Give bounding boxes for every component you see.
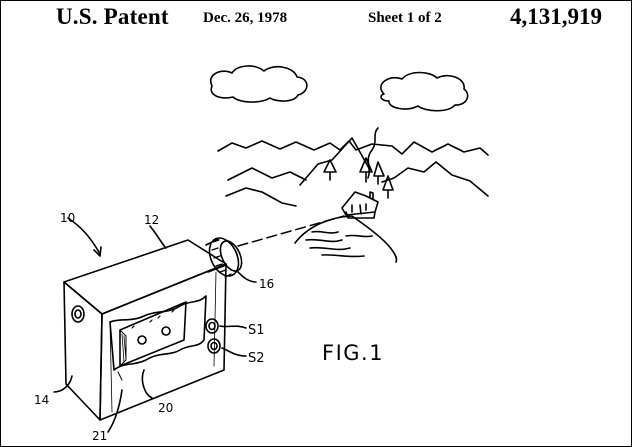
label-s2: S2	[248, 351, 265, 366]
figure-caption: FIG.1	[322, 341, 384, 365]
label-20: 20	[158, 401, 173, 415]
foreground-hill	[294, 215, 398, 263]
label-10: 10	[60, 211, 75, 225]
switch-s1	[205, 318, 219, 334]
lens-ring	[205, 237, 243, 278]
display-window	[109, 295, 207, 381]
leader-10	[67, 217, 101, 255]
switch-s2	[207, 338, 221, 354]
water-lines	[305, 230, 373, 258]
cloud-left	[209, 65, 308, 103]
chimney-smoke	[367, 127, 379, 179]
patent-date: Dec. 26, 1978	[203, 10, 288, 26]
hills	[225, 137, 489, 207]
sheet-indicator: Sheet 1 of 2	[368, 10, 442, 26]
pine-trees	[323, 157, 394, 199]
leader-s2	[221, 347, 247, 357]
leader-16	[237, 271, 257, 283]
mountain-ridge	[217, 140, 489, 156]
label-16: 16	[259, 277, 274, 291]
label-21: 21	[92, 429, 107, 443]
house	[341, 191, 379, 219]
leader-14	[53, 375, 73, 393]
leader-20	[141, 369, 153, 399]
patent-label: U.S. Patent	[56, 4, 169, 29]
label-14: 14	[34, 393, 49, 407]
label-s1: S1	[248, 323, 265, 338]
leader-21	[107, 389, 123, 433]
line-of-sight	[237, 215, 345, 247]
patent-number: 4,131,919	[510, 4, 602, 29]
leader-12	[149, 225, 167, 249]
device-body	[63, 239, 227, 421]
label-12: 12	[144, 213, 159, 227]
leader-10-arrow	[93, 246, 102, 257]
leader-s1	[219, 325, 247, 329]
cloud-right	[380, 71, 469, 112]
